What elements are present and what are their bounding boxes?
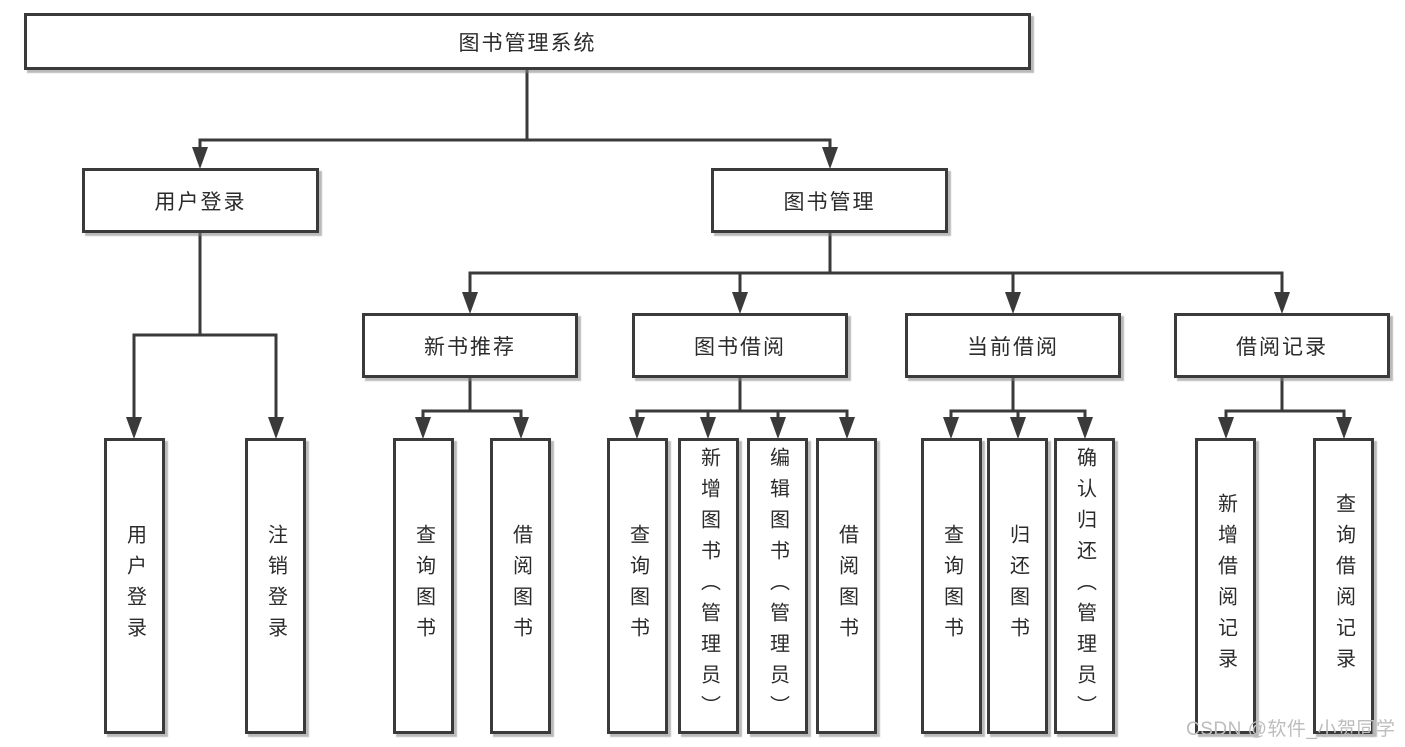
node-new-book-recommendation-label: 新书推荐 [424,335,516,359]
connector-book-borrowing-children [629,375,855,439]
leaf-query-borrow-record: 查询借阅记录 [1313,438,1374,734]
leaf-query-borrow-record-label: 查询借阅记录 [1332,493,1355,679]
leaf-query-books-current-label: 查询图书 [940,524,963,648]
leaf-query-books-current: 查询图书 [921,438,982,734]
leaf-add-books-admin: 新增图书（管理员） [678,438,739,734]
leaf-return-books: 归还图书 [987,438,1048,734]
leaf-query-books-recommendation: 查询图书 [393,438,454,734]
node-borrowing-records-label: 借阅记录 [1236,335,1328,359]
leaf-logout-label: 注销登录 [264,524,287,648]
leaf-return-books-label: 归还图书 [1006,524,1029,648]
connector-root-to-level2 [192,67,838,169]
leaf-borrow-books-label: 借阅图书 [835,524,858,648]
leaf-add-borrow-record: 新增借阅记录 [1195,438,1256,734]
leaf-query-books-recommendation-label: 查询图书 [412,524,435,648]
node-book-management-label: 图书管理 [783,190,876,214]
csdn-watermark: CSDN @软件_小贺同学 [1186,719,1396,740]
leaf-borrow-books-recommendation-label: 借阅图书 [509,524,532,648]
node-user-login-label: 用户登录 [154,190,247,214]
node-borrowing-records: 借阅记录 [1174,313,1390,378]
leaf-query-books-borrowing: 查询图书 [607,438,668,734]
connector-borrowing-records-children [1218,375,1352,439]
connector-user-login-children [126,230,284,439]
leaf-user-login: 用户登录 [104,438,165,734]
leaf-query-books-borrowing-label: 查询图书 [626,524,649,648]
node-new-book-recommendation: 新书推荐 [362,313,578,378]
connector-current-borrowing-children [943,375,1093,439]
node-library-management-system-label: 图书管理系统 [458,31,597,55]
leaf-edit-books-admin: 编辑图书（管理员） [747,438,808,734]
leaf-logout: 注销登录 [245,438,306,734]
leaf-borrow-books-recommendation: 借阅图书 [490,438,551,734]
leaf-add-books-admin-label: 新增图书（管理员） [697,446,720,726]
connector-new-book-recommendation-children [415,375,529,439]
leaf-borrow-books: 借阅图书 [816,438,877,734]
connector-book-management-children [462,230,1290,314]
leaf-user-login-label: 用户登录 [123,524,146,648]
leaf-confirm-return-admin-label: 确认归还（管理员） [1073,446,1096,726]
node-current-borrowing-label: 当前借阅 [967,335,1059,359]
leaf-edit-books-admin-label: 编辑图书（管理员） [766,446,789,726]
node-book-borrowing: 图书借阅 [632,313,848,378]
node-book-borrowing-label: 图书借阅 [694,335,786,359]
node-user-login: 用户登录 [82,168,319,233]
node-current-borrowing: 当前借阅 [905,313,1121,378]
leaf-add-borrow-record-label: 新增借阅记录 [1214,493,1237,679]
node-book-management: 图书管理 [711,168,948,233]
leaf-confirm-return-admin: 确认归还（管理员） [1054,438,1115,734]
node-library-management-system: 图书管理系统 [24,13,1031,70]
